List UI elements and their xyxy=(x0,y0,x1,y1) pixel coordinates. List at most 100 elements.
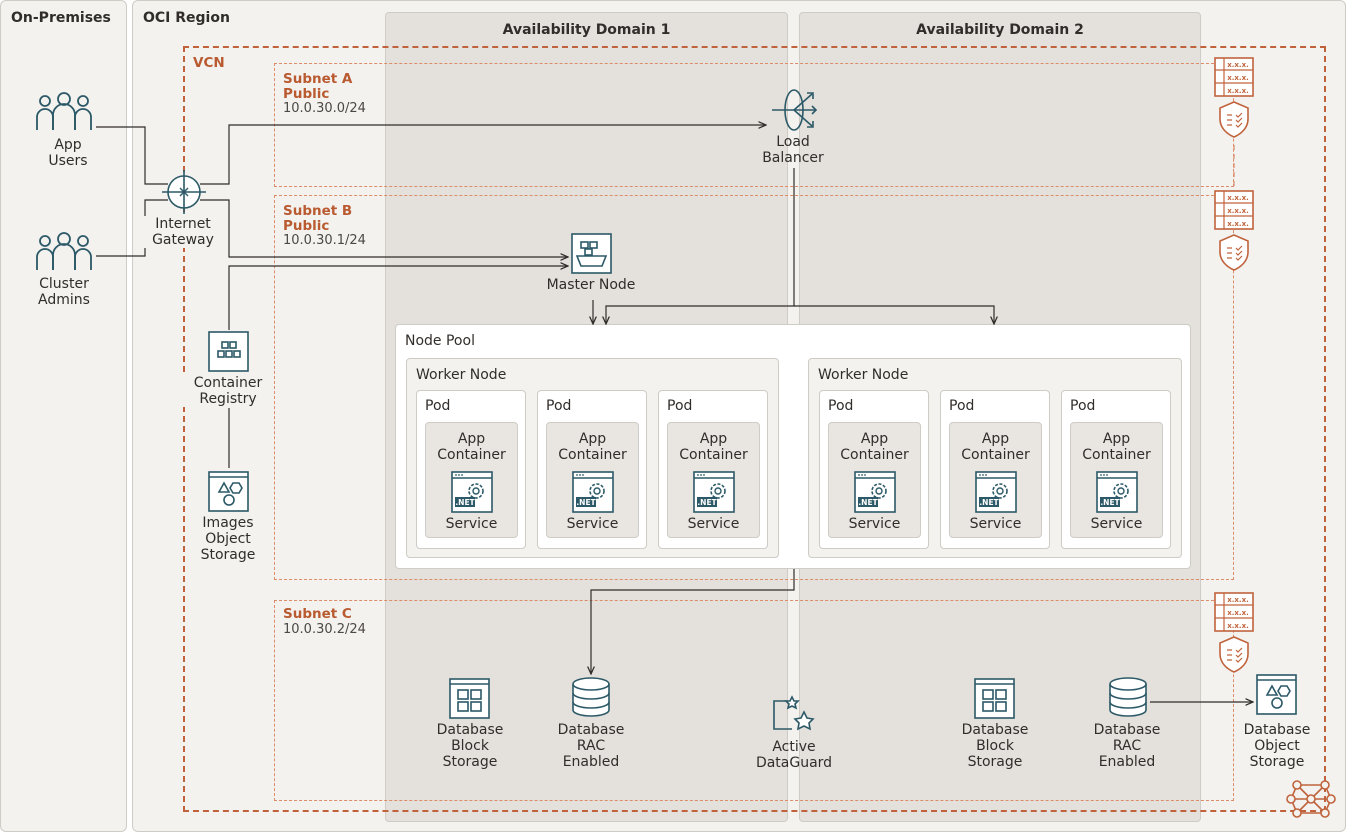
security-list-cell: x.x.x. xyxy=(1227,622,1249,630)
link-nodepool-db xyxy=(591,569,795,674)
oci-region-title: OCI Region xyxy=(143,10,230,26)
db-object-storage-icon xyxy=(1256,674,1297,715)
service-label: Service xyxy=(969,516,1022,532)
worker-node-title: Worker Node xyxy=(416,367,507,383)
security-list-icon: x.x.x.x.x.x.x.x.x. xyxy=(1214,190,1254,271)
on-premises-region: On-Premises xyxy=(0,0,127,832)
vcn-title: VCN xyxy=(193,55,225,71)
pod-title: Pod xyxy=(949,398,975,414)
dotnet-service-icon: .NET xyxy=(975,471,1017,513)
service-label: Service xyxy=(1090,516,1143,532)
net-badge: .NET xyxy=(455,498,475,507)
link-lb-nodepool xyxy=(606,168,795,324)
container-registry-icon xyxy=(208,331,249,372)
pod-title: Pod xyxy=(546,398,572,414)
security-list-cell: x.x.x. xyxy=(1227,609,1249,617)
pod-title: Pod xyxy=(828,398,854,414)
security-list-icon: x.x.x. x.x.x. x.x.x. xyxy=(1214,592,1254,673)
subnet-c-name: Subnet C xyxy=(283,606,352,622)
net-badge: .NET xyxy=(1100,498,1120,507)
link-registry-master xyxy=(228,266,568,330)
security-list-cell: x.x.x. xyxy=(1227,596,1249,604)
block-storage-icon xyxy=(974,678,1015,719)
security-list-cell: x.x.x. xyxy=(1227,61,1249,69)
on-premises-title: On-Premises xyxy=(11,10,111,26)
shield-icon xyxy=(1219,636,1249,673)
link-gateway-lb xyxy=(200,125,766,185)
block-storage-icon xyxy=(449,678,490,719)
security-list-cell: x.x.x. xyxy=(1227,87,1249,95)
pod-title: Pod xyxy=(425,398,451,414)
vcn-boundary: VCN xyxy=(183,46,1326,812)
object-storage-icon xyxy=(208,471,249,512)
internet-gateway-icon xyxy=(162,170,206,214)
link-users-gateway xyxy=(96,126,168,185)
net-badge: .NET xyxy=(858,498,878,507)
subnet-c-cidr: 10.0.30.2/24 xyxy=(283,622,366,637)
dotnet-service-icon: .NET xyxy=(1096,471,1138,513)
dotnet-service-icon: .NET xyxy=(572,471,614,513)
master-node-label: Master Node xyxy=(546,277,636,293)
subnet-b-name: Subnet B xyxy=(283,203,353,219)
subnet-a-name: Subnet A xyxy=(283,71,353,87)
database-icon xyxy=(1109,677,1147,717)
subnet-b-cidr: 10.0.30.1/24 xyxy=(283,233,366,248)
ad1-title: Availability Domain 1 xyxy=(502,22,671,38)
dotnet-service-icon: .NET xyxy=(693,471,735,513)
subnet-a-cidr: 10.0.30.0/24 xyxy=(283,101,366,116)
net-badge: .NET xyxy=(576,498,596,507)
subnet-a-access: Public xyxy=(283,86,330,102)
subnet-a: Subnet A Public 10.0.30.0/24 xyxy=(274,63,1234,187)
subnet-b: Subnet B Public 10.0.30.1/24 xyxy=(274,195,1234,580)
subnet-c: Subnet C 10.0.30.2/24 xyxy=(274,600,1234,801)
subnet-b-access: Public xyxy=(283,218,330,234)
service-label: Service xyxy=(566,516,619,532)
dotnet-service-icon: .NET xyxy=(854,471,896,513)
vcn-corner-icon xyxy=(1286,780,1336,818)
master-node-icon xyxy=(571,233,612,274)
service-label: Service xyxy=(848,516,901,532)
database-icon xyxy=(572,677,610,717)
pod-title: Pod xyxy=(1070,398,1096,414)
dataguard-icon xyxy=(773,695,815,731)
ad2-title: Availability Domain 2 xyxy=(916,22,1084,38)
users-icon xyxy=(36,92,92,130)
security-list-cell: x.x.x. xyxy=(1227,220,1249,228)
net-badge: .NET xyxy=(697,498,717,507)
dotnet-service-icon: .NET xyxy=(451,471,493,513)
link-lb-nodepool-2 xyxy=(794,305,994,324)
worker-node-title: Worker Node xyxy=(818,367,909,383)
shield-icon xyxy=(1219,101,1249,138)
net-badge: .NET xyxy=(979,498,999,507)
security-list-icon: x.x.x.x.x.x.x.x.x. xyxy=(1214,57,1254,138)
security-list-cell: x.x.x. xyxy=(1227,207,1249,215)
load-balancer-icon xyxy=(772,89,818,131)
